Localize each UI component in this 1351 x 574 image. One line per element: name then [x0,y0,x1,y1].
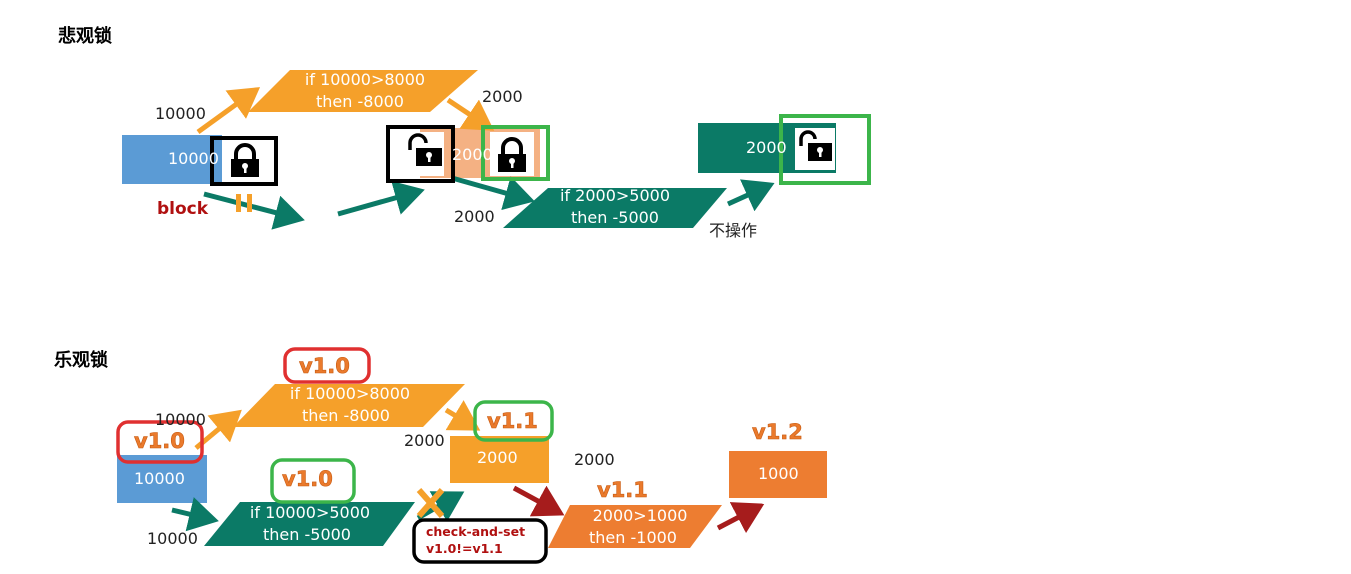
highlight-red-v10-left [116,420,204,464]
pess-arrow-block-2 [337,180,425,217]
opt-box2-label-left: 2000 [404,431,445,450]
pause-icon [236,194,252,212]
pess-arrow-up-1 [196,87,261,135]
opt-arrow-to-box3 [716,502,765,534]
block-label: block [157,199,209,219]
opt-branch2-shape [204,502,415,546]
opt-value-top: 10000 [155,410,206,429]
pess-box-1 [122,135,222,184]
opt-box3-value: 1000 [758,464,799,483]
lock-open-icon [779,114,871,185]
opt-branch2-line1: if 10000>5000 [249,503,371,522]
opt-box2-value: 2000 [477,448,518,467]
highlight-green-v10 [270,458,356,504]
lock-closed-icon [481,125,550,181]
pess-branch2-line2: then -5000 [571,208,659,227]
opt-branch3-line1: 2000>1000 [592,506,688,525]
pess-branch2-shape [503,188,727,228]
opt-branch3-line2: then -1000 [589,528,677,547]
pess-box3-value: 2000 [746,138,787,157]
pess-box2-value: 2000 [452,145,493,164]
highlight-red-v10-top [283,347,371,384]
opt-arrow-to-branch3 [512,485,565,517]
opt-version-start: v1.0 [134,429,185,453]
pess-arrow-down-1 [446,97,495,131]
highlight-black-cas [412,518,548,564]
opt-branch3-version: v1.1 [597,478,648,502]
lock-open-icon [386,125,455,183]
opt-value-bottom: 10000 [147,529,198,548]
opt-branch1-line2: then -8000 [302,406,390,425]
opt-box-3 [729,451,827,498]
cas-line1: check-and-set [426,524,526,539]
highlight-green-v11 [473,400,554,442]
opt-arrow-down-1 [444,400,481,431]
pess-branch2-line1: if 2000>5000 [559,186,670,205]
opt-arrow-to-branch2 [171,497,219,532]
opt-box2-version: v1.1 [487,409,538,433]
opt-box3-version: v1.2 [752,420,803,444]
cross-icon [416,488,445,518]
opt-branch1-line1: if 10000>8000 [289,384,411,403]
opt-branch2-line2: then -5000 [263,525,351,544]
lock-closed-icon [210,136,278,186]
opt-mid-value: 2000 [574,450,615,469]
pess-mid-value-top: 2000 [482,87,523,106]
pess-branch1-line2: then -8000 [316,92,404,111]
opt-box-2 [450,436,549,483]
opt-branch3-shape [548,505,722,548]
opt-branch1-shape [233,384,465,427]
optimistic-title: 乐观锁 [54,350,108,371]
pess-mid-value-bottom: 2000 [454,207,495,226]
cas-line2: v1.0!=v1.1 [426,541,503,556]
opt-arrow-rejected [416,491,465,522]
opt-box1-value: 10000 [134,469,185,488]
pess-box1-value: 10000 [168,149,219,168]
opt-branch2-version: v1.0 [282,467,333,491]
opt-branch1-version: v1.0 [299,354,350,378]
pess-value-top: 10000 [155,104,206,123]
pess-branch1-line1: if 10000>8000 [304,70,426,89]
pess-arrow-to-branch2 [451,175,535,211]
pessimistic-title: 悲观锁 [58,26,112,47]
no-op-label: 不操作 [709,221,758,240]
pess-branch1-shape [248,70,478,112]
pess-arrow-to-box3 [726,179,775,212]
